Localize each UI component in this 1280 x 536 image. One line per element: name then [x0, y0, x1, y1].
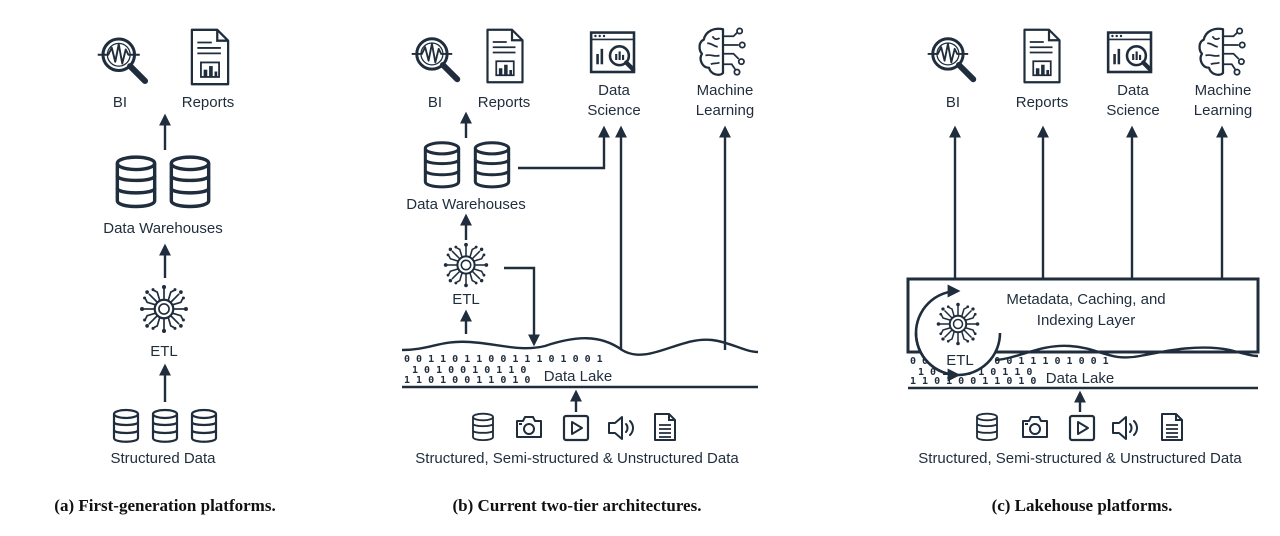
database-icon — [472, 412, 494, 442]
audio-icon — [1112, 416, 1138, 440]
lake-bits-row-1: 0 0 1 1 0 1 1 0 0 1 1 1 0 1 0 0 1 — [910, 356, 1109, 367]
reports-label: Reports — [1016, 94, 1069, 111]
machine-learning-icon — [1198, 27, 1247, 76]
panel-c-lakehouse: BI Reports Data Science Machine Learning… — [906, 27, 1260, 515]
database-icon — [423, 141, 461, 189]
machine-learning-label-1: Machine — [697, 82, 754, 99]
etl-label: ETL — [946, 352, 974, 369]
metadata-layer-box — [906, 277, 1260, 354]
etl-label: ETL — [452, 291, 480, 308]
sources-label: Structured, Semi-structured & Unstructur… — [918, 450, 1242, 467]
data-science-label-1: Data — [598, 82, 630, 99]
video-icon — [562, 414, 590, 442]
data-warehouses-label: Data Warehouses — [103, 220, 223, 237]
arrow-etl-to-lake — [504, 266, 540, 347]
arrow-warehouse-to-data-science — [518, 125, 610, 170]
data-lake-label: Data Lake — [1046, 370, 1114, 387]
database-icon — [473, 141, 511, 189]
database-icon — [115, 155, 157, 209]
bi-label: BI — [113, 94, 127, 111]
etl-chip-icon — [138, 283, 190, 335]
report-icon — [486, 28, 524, 84]
document-icon — [1161, 413, 1183, 441]
lake-bits-row-3: 1 1 0 1 0 0 1 1 0 1 0 0 1 1 1 0 1 — [404, 375, 603, 386]
caption-c: (c) Lakehouse platforms. — [992, 496, 1173, 515]
data-science-label-2: Science — [587, 102, 640, 119]
metadata-layer-label-2: Indexing Layer — [1037, 312, 1135, 329]
database-icon — [976, 412, 998, 442]
data-lake-label: Data Lake — [544, 368, 612, 385]
data-lake-wave — [995, 344, 1259, 362]
metadata-layer-label-1: Metadata, Caching, and — [1006, 291, 1165, 308]
panel-a-first-generation: BI Reports Data Warehouses ETL Structure… — [54, 28, 276, 515]
panel-b-two-tier: BI Reports Data Science Machine Learning… — [401, 27, 759, 515]
machine-learning-icon — [698, 27, 747, 76]
etl-label: ETL — [150, 343, 178, 360]
data-science-icon — [591, 33, 634, 72]
lake-bits-row-2: 1 0 1 0 0 1 0 1 1 0 0 1 1 0 1 0 — [412, 365, 599, 376]
lake-bits-row-2: 1 0 1 0 0 1 0 1 1 0 0 1 1 0 1 0 — [918, 367, 1105, 378]
data-science-label-2: Science — [1106, 102, 1159, 119]
data-science-label-1: Data — [1117, 82, 1149, 99]
bi-magnifier-icon — [98, 39, 145, 81]
caption-a: (a) First-generation platforms. — [54, 496, 275, 515]
structured-data-label: Structured Data — [110, 450, 216, 467]
reports-label: Reports — [182, 94, 235, 111]
camera-icon — [1022, 416, 1048, 438]
etl-chip-icon — [442, 241, 490, 289]
data-science-icon — [1108, 33, 1151, 72]
bi-label: BI — [428, 94, 442, 111]
report-icon — [190, 28, 230, 86]
document-icon — [654, 413, 676, 441]
machine-learning-label-2: Learning — [1194, 102, 1252, 119]
data-lake-wave — [401, 337, 759, 356]
lake-bits-row-1: 0 0 1 1 0 1 1 0 0 1 1 1 0 1 0 0 1 — [404, 354, 603, 365]
report-icon — [1023, 28, 1061, 84]
sources-label: Structured, Semi-structured & Unstructur… — [415, 450, 739, 467]
bi-magnifier-icon — [412, 39, 458, 80]
video-icon — [1068, 414, 1096, 442]
camera-icon — [516, 416, 542, 438]
lake-bits-row-3: 1 1 0 1 0 0 1 1 0 1 0 0 1 1 1 0 1 — [910, 376, 1109, 387]
machine-learning-label-1: Machine — [1195, 82, 1252, 99]
database-icon — [151, 408, 179, 443]
database-icon — [190, 408, 218, 443]
caption-b: (b) Current two-tier architectures. — [453, 496, 702, 515]
database-icon — [169, 155, 211, 209]
audio-icon — [608, 416, 634, 440]
reports-label: Reports — [478, 94, 531, 111]
bi-magnifier-icon — [928, 39, 974, 80]
database-icon — [112, 408, 140, 443]
machine-learning-label-2: Learning — [696, 102, 754, 119]
bi-label: BI — [946, 94, 960, 111]
data-warehouses-label: Data Warehouses — [406, 196, 526, 213]
